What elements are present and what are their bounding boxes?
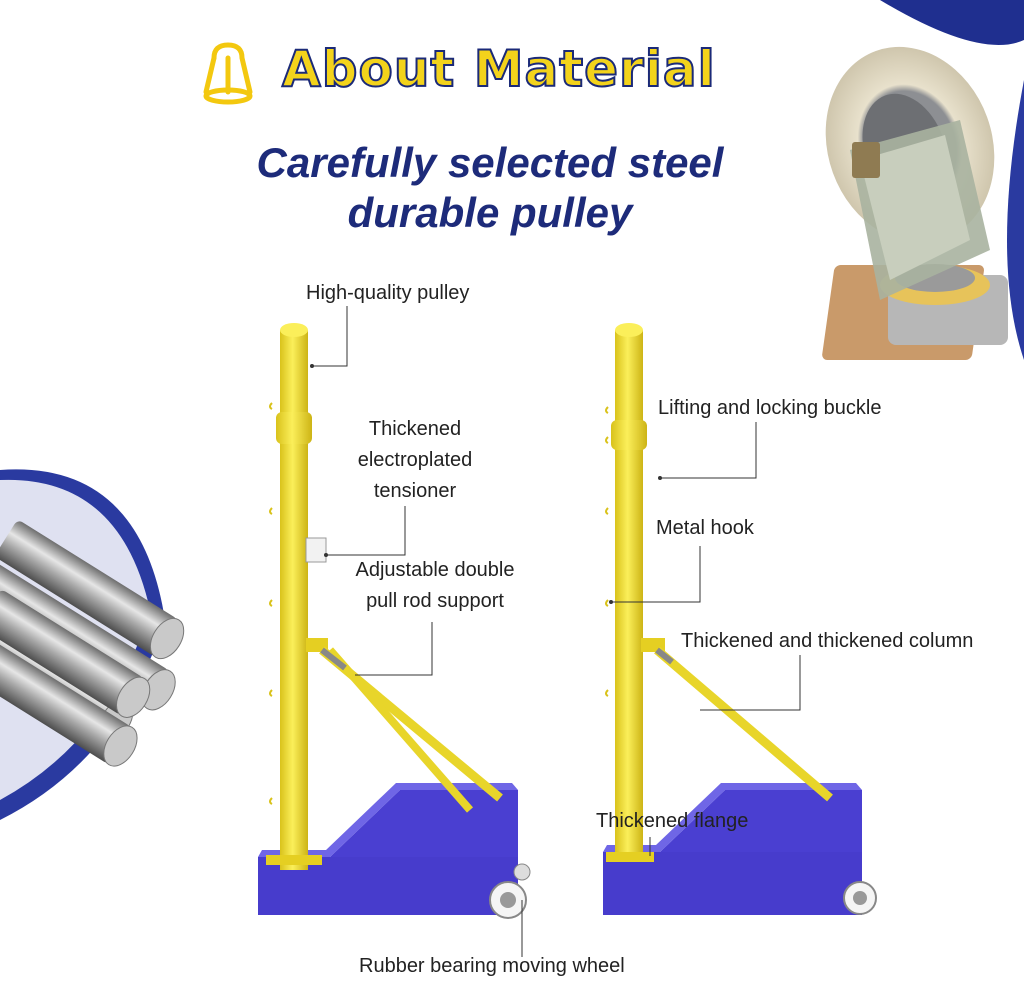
right-stand xyxy=(603,323,877,915)
label-metal-hook: Metal hook xyxy=(656,517,754,539)
label-tensioner-line-3: tensioner xyxy=(373,480,457,502)
pulley-icon xyxy=(203,42,253,105)
subtitle-line-1: Carefully selected steel xyxy=(256,139,724,186)
caster-wheel-photo xyxy=(822,46,1008,360)
label-pull-rod-line-2: pull rod support xyxy=(366,590,504,612)
label-tensioner-line-1: Thickened xyxy=(368,418,462,440)
label-pull-rod-line-1: Adjustable double xyxy=(355,559,515,581)
left-stand xyxy=(258,323,531,919)
subtitle-line-2: durable pulley xyxy=(347,189,633,236)
subtitle: Carefully selected steel durable pulley xyxy=(160,138,820,238)
label-locking-buckle: Lifting and locking buckle xyxy=(658,397,882,419)
label-tensioner: Thickened electroplated tensioner xyxy=(340,414,490,507)
label-moving-wheel: Rubber bearing moving wheel xyxy=(359,955,625,977)
label-tensioner-line-2: electroplated xyxy=(357,449,473,471)
callout-leader-lines xyxy=(312,306,801,957)
label-high-quality-pulley: High-quality pulley xyxy=(306,282,470,304)
page-title: About Material xyxy=(281,39,716,99)
label-thickened-column: Thickened and thickened column xyxy=(681,630,974,652)
label-thickened-flange: Thickened flange xyxy=(596,810,749,832)
steel-rods-photo xyxy=(0,521,185,767)
corner-decoration-top-right xyxy=(880,0,1024,360)
label-pull-rod-support: Adjustable double pull rod support xyxy=(340,555,530,617)
